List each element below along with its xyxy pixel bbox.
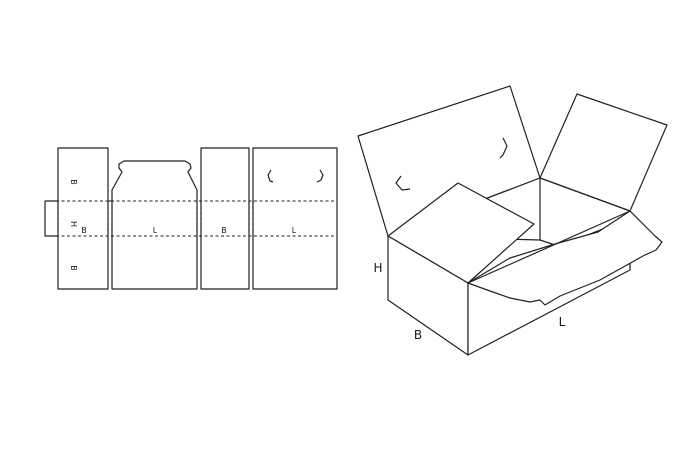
panel-3-outline: [200, 147, 250, 290]
label-flat-l1: L: [153, 226, 158, 235]
label-flat-h: H: [69, 221, 78, 227]
assembled-box: H B L: [357, 85, 668, 356]
label-box-h: H: [373, 261, 382, 275]
flat-layout: B H B L B L B: [44, 147, 338, 290]
label-flat-b2: B: [221, 226, 227, 235]
label-box-l: L: [559, 315, 566, 329]
front-flap-inner-edge: [467, 210, 631, 284]
handle-slot-left: [267, 169, 274, 183]
box-handle-slot-left: [395, 175, 411, 191]
label-flat-b-bottom: B: [69, 265, 78, 271]
panel-1-outline: [57, 147, 109, 290]
panel-2-outline: [111, 160, 198, 290]
panel-4-outline: [252, 147, 338, 290]
label-flat-b-top: B: [69, 179, 78, 185]
box-handle-slot-right: [499, 137, 508, 159]
label-flat-l2: L: [292, 226, 297, 235]
front-flap: [467, 210, 663, 306]
label-box-b: B: [414, 328, 422, 342]
glue-flap: [44, 200, 58, 237]
handle-slot-right: [316, 169, 324, 183]
label-flat-b1: B: [81, 226, 87, 235]
